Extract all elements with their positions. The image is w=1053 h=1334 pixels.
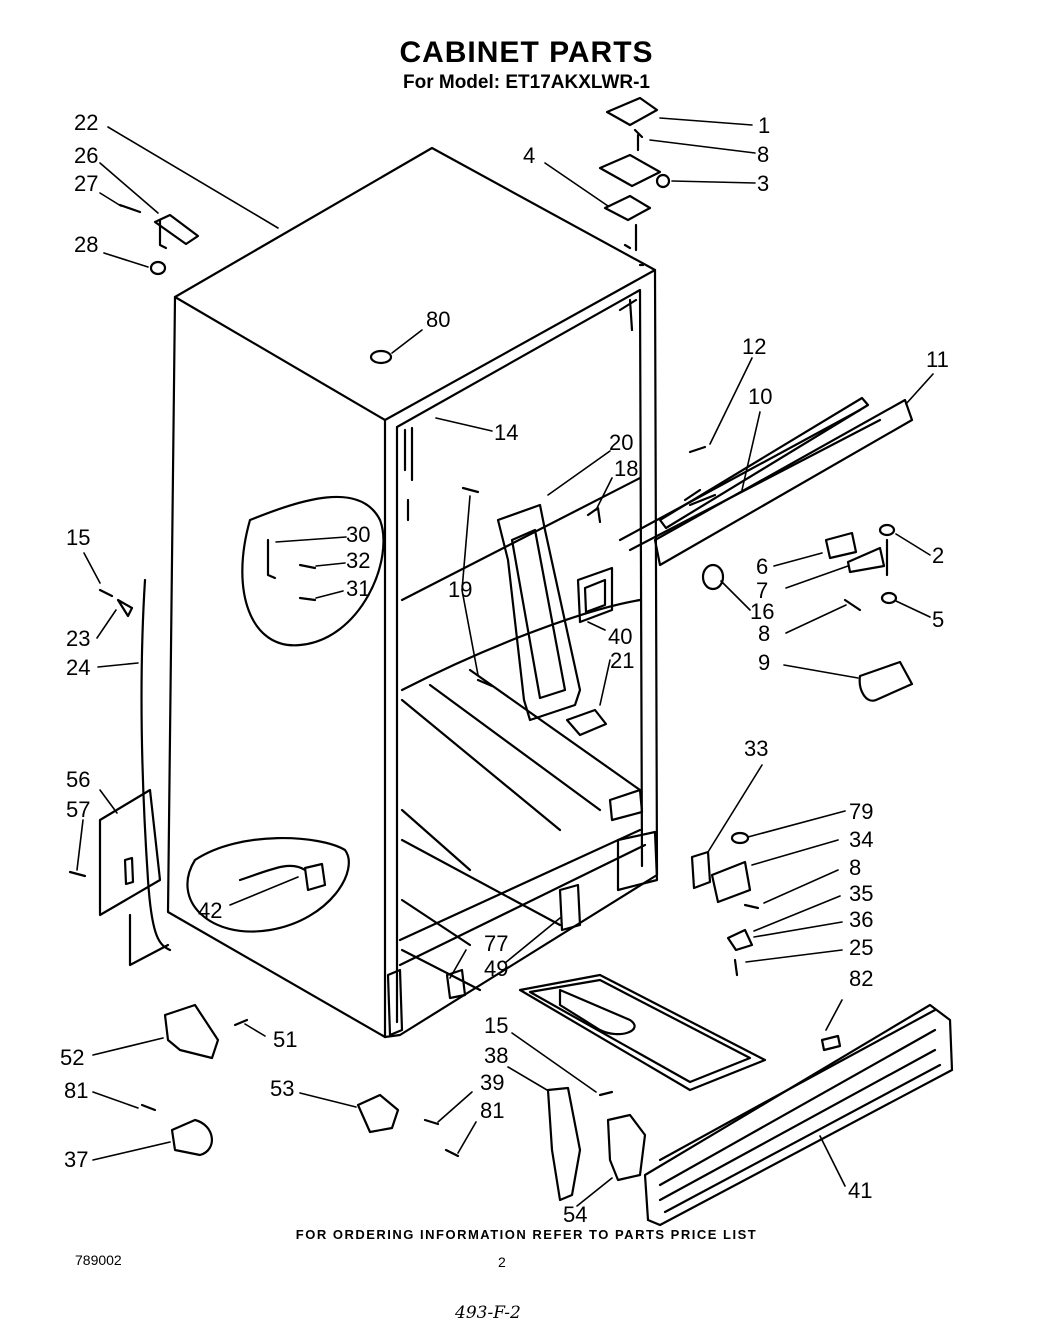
callout-label: 56 bbox=[66, 767, 90, 792]
callout-label: 51 bbox=[273, 1027, 297, 1052]
callout-label: 19 bbox=[448, 577, 472, 602]
door-stop-9-drawing bbox=[858, 660, 914, 702]
callout-label: 7 bbox=[756, 578, 768, 603]
callout-label: 81 bbox=[64, 1078, 88, 1103]
handwritten-note: 493-F-2 bbox=[455, 1303, 521, 1323]
callout-label: 53 bbox=[270, 1076, 294, 1101]
evaporator-cover-parts bbox=[461, 486, 614, 737]
callout-label: 4 bbox=[523, 143, 535, 168]
bottom-center-parts bbox=[546, 1086, 647, 1202]
callout-label: 35 bbox=[849, 881, 873, 906]
callout-label: 20 bbox=[609, 430, 633, 455]
callout-label: 8 bbox=[758, 621, 770, 646]
callout-label: 21 bbox=[610, 648, 634, 673]
callout-label: 16 bbox=[750, 599, 774, 624]
callout-label: 34 bbox=[849, 827, 873, 852]
drain-pan-drawing bbox=[518, 973, 767, 1092]
callout-label: 23 bbox=[66, 626, 90, 651]
callout-label: 22 bbox=[74, 110, 98, 135]
leader-lines bbox=[76, 117, 934, 1207]
callout-label: 77 bbox=[484, 931, 508, 956]
ordering-note: FOR ORDERING INFORMATION REFER TO PARTS … bbox=[295, 1227, 758, 1242]
bottom-hinge-parts bbox=[690, 831, 760, 977]
callout-label: 27 bbox=[74, 171, 98, 196]
callout-labels: 1 8 3 4 22 26 27 28 80 12 10 11 14 20 18… bbox=[60, 110, 949, 1227]
callout-label: 40 bbox=[608, 624, 632, 649]
callout-label: 28 bbox=[74, 232, 98, 257]
callout-label: 6 bbox=[756, 554, 768, 579]
callout-label: 8 bbox=[849, 855, 861, 880]
model-subtitle: For Model: ET17AKXLWR-1 bbox=[402, 72, 650, 93]
hinge-plate-parts bbox=[445, 883, 582, 1000]
callout-label: 25 bbox=[849, 935, 873, 960]
callout-label: 18 bbox=[614, 456, 638, 481]
callout-label: 24 bbox=[66, 655, 90, 680]
callout-label: 15 bbox=[484, 1013, 508, 1038]
callout-label: 5 bbox=[932, 607, 944, 632]
top-hinge-parts bbox=[598, 96, 671, 267]
left-side-parts bbox=[68, 578, 172, 967]
page-number: 2 bbox=[498, 1254, 506, 1270]
callout-label: 32 bbox=[346, 548, 370, 573]
callout-label: 31 bbox=[346, 576, 370, 601]
bottom-left-parts bbox=[140, 1003, 460, 1158]
door-channel-parts bbox=[618, 396, 914, 567]
callout-label: 79 bbox=[849, 799, 873, 824]
callout-label: 36 bbox=[849, 907, 873, 932]
callout-label: 38 bbox=[484, 1043, 508, 1068]
callout-label: 49 bbox=[484, 956, 508, 981]
callout-label: 33 bbox=[744, 736, 768, 761]
callout-label: 9 bbox=[758, 650, 770, 675]
callout-label: 30 bbox=[346, 522, 370, 547]
callout-label: 54 bbox=[563, 1202, 587, 1227]
callout-label: 11 bbox=[926, 347, 949, 372]
plug-80-drawing bbox=[369, 349, 393, 365]
callout-label: 2 bbox=[932, 543, 944, 568]
callout-label: 15 bbox=[66, 525, 90, 550]
wall-plate-detail bbox=[241, 495, 385, 647]
callout-label: 42 bbox=[198, 898, 222, 923]
callout-label: 37 bbox=[64, 1147, 88, 1172]
page-title: CABINET PARTS bbox=[399, 36, 654, 69]
cabinet-drawing bbox=[166, 146, 659, 1039]
wiring-harness-detail bbox=[186, 836, 350, 933]
document-number: 789002 bbox=[75, 1252, 122, 1268]
callout-label: 10 bbox=[748, 384, 772, 409]
callout-label: 82 bbox=[849, 966, 873, 991]
callout-label: 12 bbox=[742, 334, 766, 359]
callout-label: 39 bbox=[480, 1070, 504, 1095]
callout-label: 3 bbox=[757, 171, 769, 196]
callout-label: 41 bbox=[848, 1178, 872, 1203]
callout-label: 57 bbox=[66, 797, 90, 822]
callout-label: 1 bbox=[758, 113, 770, 138]
callout-label: 80 bbox=[426, 307, 450, 332]
left-hinge-parts bbox=[118, 203, 200, 276]
callout-label: 8 bbox=[757, 142, 769, 167]
grille-drawing bbox=[643, 1003, 954, 1227]
callout-label: 26 bbox=[74, 143, 98, 168]
callout-label: 14 bbox=[494, 420, 518, 445]
lower-hinge-parts bbox=[701, 523, 898, 612]
callout-label: 81 bbox=[480, 1098, 504, 1123]
callout-label: 52 bbox=[60, 1045, 84, 1070]
